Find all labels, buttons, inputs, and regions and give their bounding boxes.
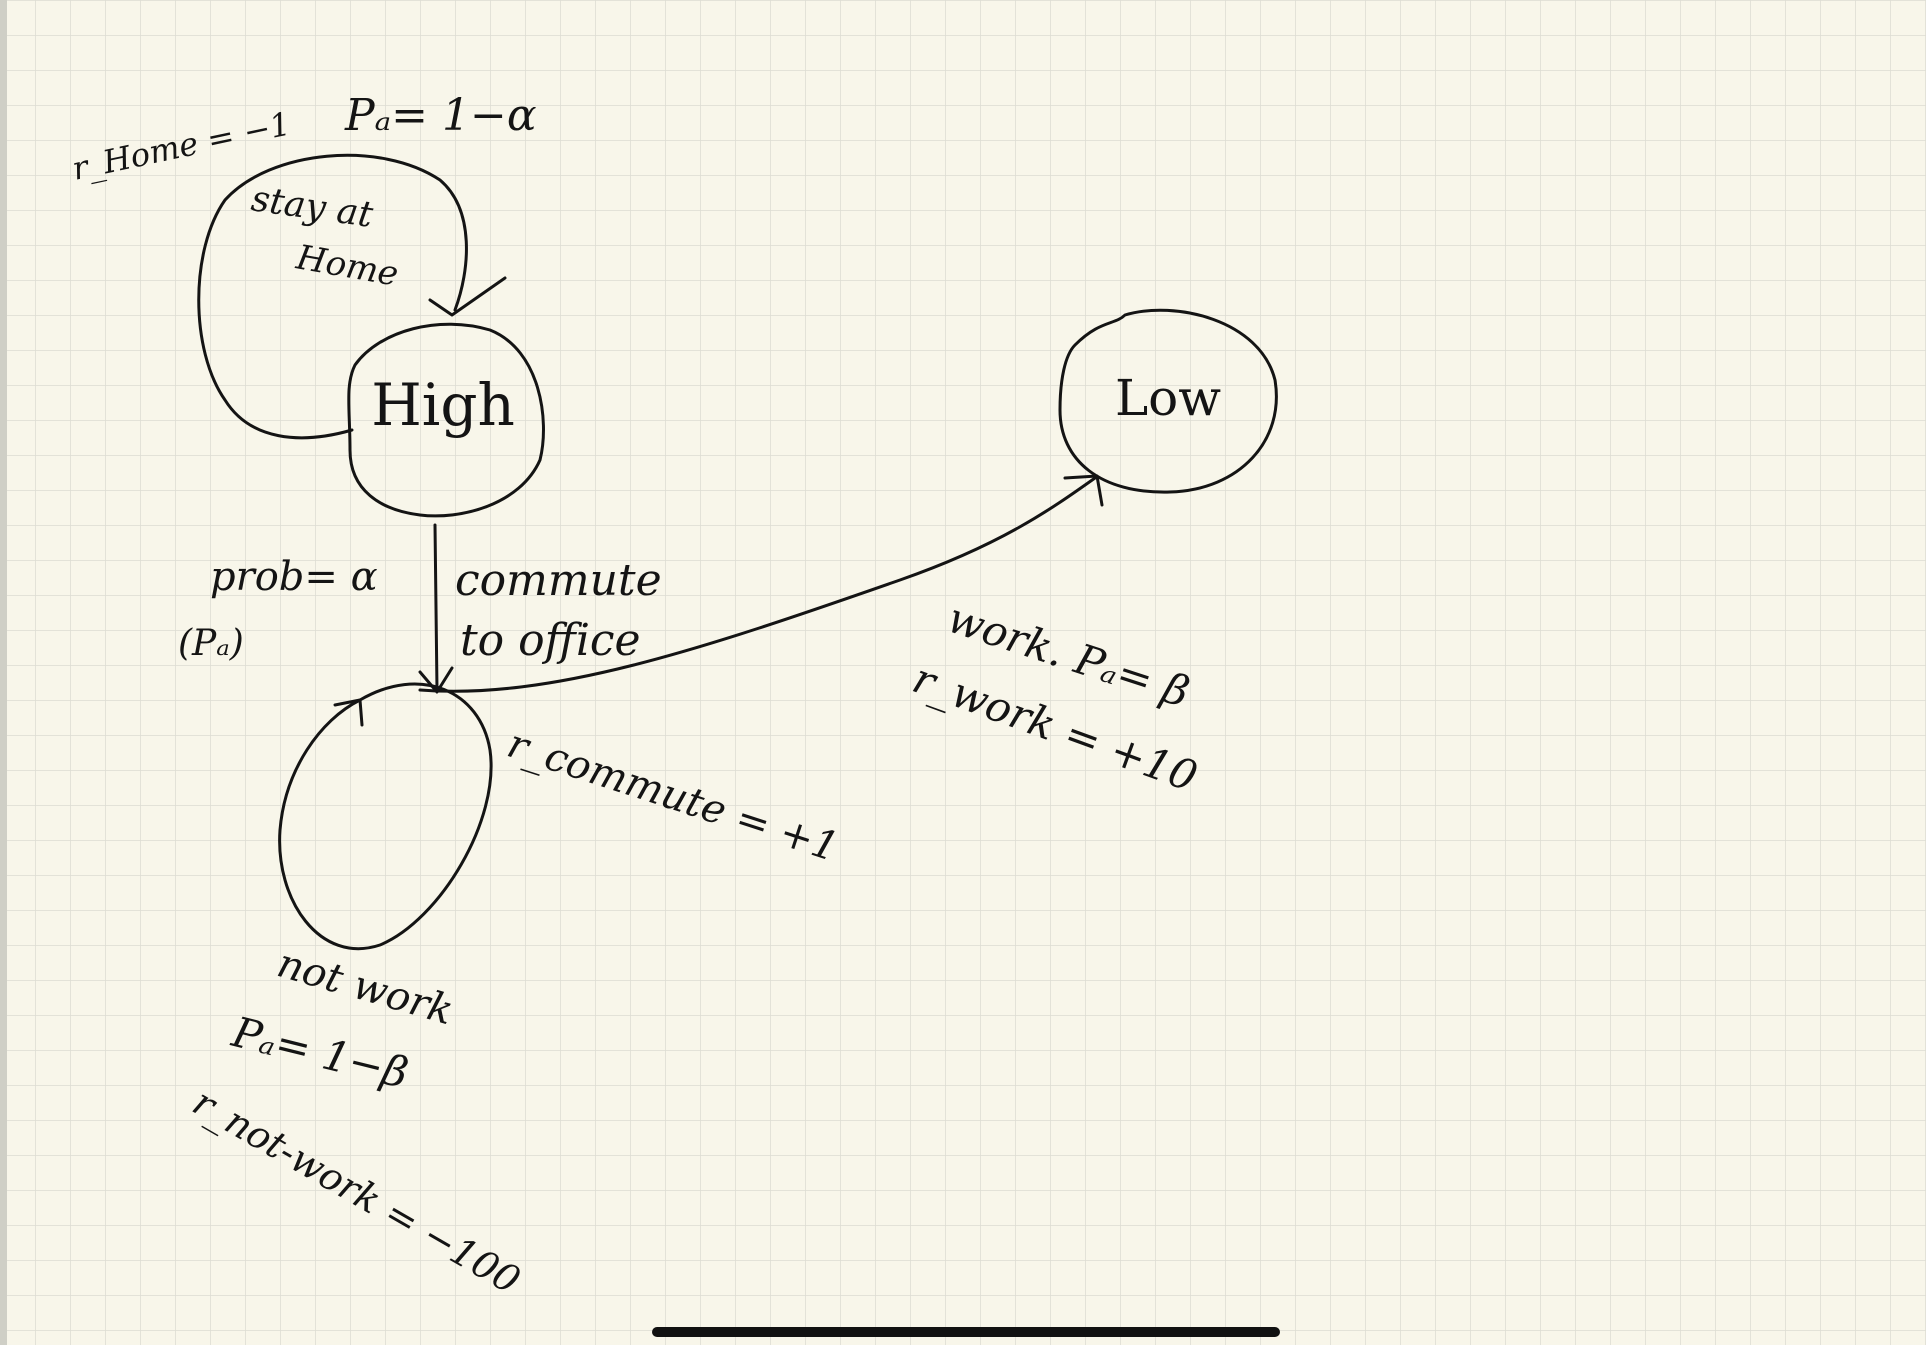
node-low-circle[interactable] <box>1058 308 1278 494</box>
node-high-label: High <box>371 371 515 439</box>
node-unlabeled-circle[interactable] <box>278 682 493 951</box>
node-low-label: Low <box>1115 369 1221 427</box>
stay-home-prob: Pₐ= 1−α <box>344 90 537 141</box>
commute-action-2: to office <box>460 615 641 666</box>
commute-action: commute <box>455 555 662 606</box>
home-indicator-bar[interactable] <box>652 1327 1280 1337</box>
stay-home-arrowhead <box>428 276 507 317</box>
stay-home-loop <box>197 153 468 440</box>
node-high-circle[interactable] <box>347 322 545 518</box>
work-arrowhead <box>1063 474 1104 507</box>
commute-prob-2: (Pₐ) <box>178 623 244 664</box>
left-rail <box>0 0 7 1345</box>
work-edge <box>418 476 1097 693</box>
unlabeled-node-tick <box>333 698 364 727</box>
commute-prob: prob= α <box>210 554 378 600</box>
commute-edge <box>433 523 439 692</box>
